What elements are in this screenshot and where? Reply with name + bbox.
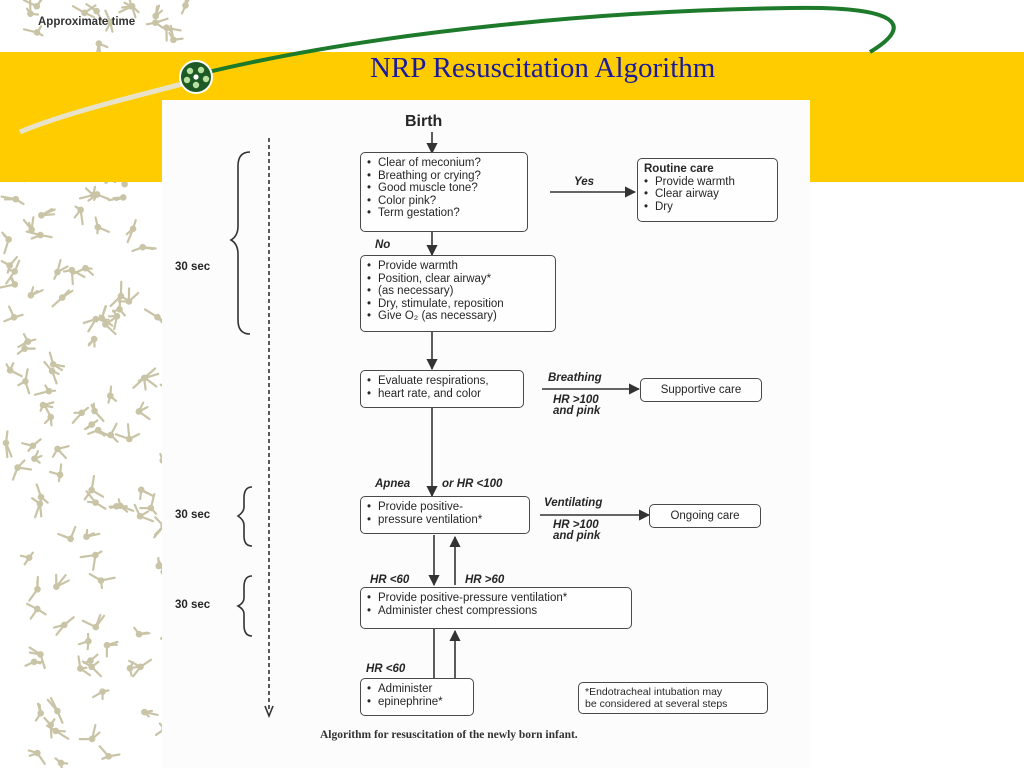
- swoosh-decoration: [19, 5, 896, 135]
- intubation-note-box: *Endotracheal intubation may be consider…: [578, 682, 768, 714]
- assessment-item: Color pink?: [367, 195, 521, 208]
- slide-title: NRP Resuscitation Algorithm: [370, 52, 716, 84]
- approximate-time-header: Approximate time: [38, 16, 136, 28]
- routine-item: Clear airway: [644, 188, 771, 201]
- apnea-label: Apnea: [375, 478, 411, 490]
- compressions-box: Provide positive-pressure ventilation* A…: [360, 587, 632, 629]
- figure-caption: Algorithm for resuscitation of the newly…: [320, 729, 578, 741]
- ventilating-label: Ventilating: [544, 497, 603, 509]
- initial-steps-box: Provide warmth Position, clear airway* (…: [360, 255, 556, 332]
- ppv-continuation: pressure ventilation*: [367, 514, 523, 527]
- evaluate-line: Evaluate respirations,: [367, 375, 517, 388]
- initial-assessment-box: Clear of meconium? Breathing or crying? …: [360, 152, 528, 232]
- time-label-1: 30 sec: [175, 261, 211, 273]
- evaluate-box: Evaluate respirations, heart rate, and c…: [360, 370, 524, 408]
- time-label-2: 30 sec: [175, 509, 211, 521]
- breathing-label: Breathing: [548, 372, 602, 384]
- hr-lt-60-label-1: HR <60: [370, 574, 410, 586]
- hr100-pink-label-2b: and pink: [553, 530, 601, 542]
- epi-continuation: epinephrine*: [367, 696, 467, 709]
- step-item: (as necessary): [367, 285, 549, 298]
- supportive-care-box: Supportive care: [640, 378, 762, 402]
- assessment-item: Term gestation?: [367, 207, 521, 220]
- hr-lt-60-label-2: HR <60: [366, 663, 406, 675]
- epi-line: Administer: [367, 683, 467, 696]
- epinephrine-box: Administer epinephrine*: [360, 678, 474, 716]
- ppv-box: Provide positive- pressure ventilation*: [360, 496, 530, 534]
- assessment-item: Good muscle tone?: [367, 182, 521, 195]
- yes-label: Yes: [574, 176, 595, 188]
- time-label-3: 30 sec: [175, 599, 211, 611]
- routine-item: Dry: [644, 201, 771, 214]
- assessment-item: Breathing or crying?: [367, 170, 521, 183]
- compressions-item: Administer chest compressions: [367, 605, 625, 618]
- step-item: Dry, stimulate, reposition: [367, 298, 549, 311]
- step-item: Position, clear airway*: [367, 273, 549, 286]
- hr-gt-60-label: HR >60: [465, 574, 505, 586]
- note-line: be considered at several steps: [585, 698, 728, 710]
- ongoing-care-box: Ongoing care: [649, 504, 761, 528]
- routine-care-box: Routine care Provide warmth Clear airway…: [637, 158, 778, 222]
- evaluate-continuation: heart rate, and color: [367, 388, 517, 401]
- hr100-pink-label-2a: HR >100: [553, 519, 599, 531]
- supportive-care-label: Supportive care: [660, 383, 742, 396]
- step-item-continuation: (as necessary): [378, 285, 454, 298]
- ongoing-care-label: Ongoing care: [670, 509, 740, 522]
- hr100-pink-label-1b: and pink: [553, 405, 601, 417]
- compressions-item: Provide positive-pressure ventilation*: [367, 592, 625, 605]
- assessment-item: Clear of meconium?: [367, 157, 521, 170]
- ppv-line: Provide positive-: [367, 501, 523, 514]
- hr100-pink-label-1a: HR >100: [553, 394, 599, 406]
- no-label: No: [375, 239, 391, 251]
- routine-item: Provide warmth: [644, 176, 771, 189]
- or-hr-label: or HR <100: [442, 478, 503, 490]
- note-line: *Endotracheal intubation may: [585, 686, 723, 698]
- routine-care-title: Routine care: [644, 163, 714, 175]
- birth-label: Birth: [405, 113, 443, 130]
- step-item: Provide warmth: [367, 260, 549, 273]
- step-item: Give O₂ (as necessary): [367, 310, 549, 323]
